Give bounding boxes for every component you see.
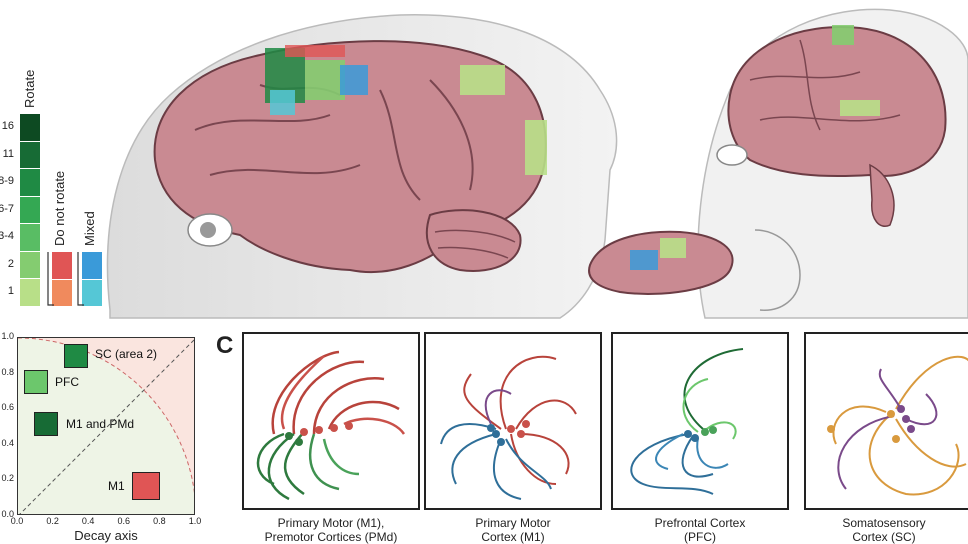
rotate-swatch (20, 169, 40, 196)
panel-c-sc (804, 332, 968, 510)
legend-tick: 16 (1, 120, 14, 132)
panel-b-x-tick: 0.8 (153, 516, 166, 526)
panel-b-x-tick: 1.0 (188, 516, 202, 526)
panel-b-x-tick: 0.6 (117, 516, 131, 526)
rotate-swatch (20, 141, 40, 168)
mixed-label: Mixed (82, 211, 97, 246)
panel-b-x-tick: 0.4 (81, 516, 95, 526)
panel-b-x-tick: 0.2 (46, 516, 59, 526)
small-brain (588, 230, 734, 295)
label-m1-pmd: M1 and PMd (66, 417, 135, 431)
marker-pfc (24, 370, 48, 394)
second-brain (727, 26, 947, 178)
marker-m1 (132, 472, 160, 500)
legend-tick: 6-7 (0, 202, 14, 215)
label-sc: SC (area 2) (95, 347, 158, 361)
panel-c-m1 (424, 332, 602, 510)
rotate-swatch (20, 279, 40, 306)
do-not-rotate-swatch (52, 252, 72, 279)
rotate-swatch (20, 251, 40, 278)
panel-b-plot: SC (area 2) PFC M1 and PMd M1 (17, 337, 195, 515)
panel-c-m1-pmd (242, 332, 420, 510)
panel-b-x-tick: 0.0 (10, 516, 24, 526)
panel-b-y-tick: 0.4 (1, 437, 14, 448)
legend-brackets (47, 252, 84, 306)
label-m1: M1 (108, 479, 125, 493)
legend-tick: 11 (2, 147, 14, 160)
legend-tick: 3-4 (0, 230, 14, 242)
panel-b-x-axis-label: Decay axis (74, 528, 138, 543)
legend-tick: 2 (7, 257, 14, 270)
mixed-swatch (82, 252, 102, 279)
cerebellum (425, 209, 522, 272)
panel-b-y-tick: 0.0 (1, 509, 14, 519)
caption-pfc: Prefrontal Cortex(PFC) (654, 516, 746, 544)
do-not-rotate-label: Do not rotate (52, 170, 67, 246)
rotate-swatch (20, 196, 40, 223)
panel-b-y-tick: 0.8 (1, 366, 14, 377)
panel-b-y-tick: 0.2 (1, 473, 14, 484)
brain-illustration (106, 8, 968, 319)
label-pfc: PFC (55, 375, 79, 389)
marker-sc (64, 344, 88, 368)
rotate-label: Rotate (22, 69, 37, 108)
marker-m1-pmd (34, 412, 58, 436)
rotate-swatch (20, 224, 40, 251)
mixed-swatch (82, 279, 102, 306)
do-not-rotate-swatch (52, 279, 72, 306)
panel-b-y-tick: 0.6 (1, 402, 14, 413)
legend-tick: 8-9 (0, 175, 14, 187)
panel-c-pfc (611, 332, 789, 510)
panel-b-y-tick: 1.0 (1, 331, 14, 341)
rotate-swatch (20, 114, 40, 141)
caption-m1-pmd: Primary Motor (M1),Premotor Cortices (PM… (264, 516, 398, 544)
panel-c-letter: C (216, 332, 234, 359)
legend-tick: 1 (7, 285, 14, 297)
